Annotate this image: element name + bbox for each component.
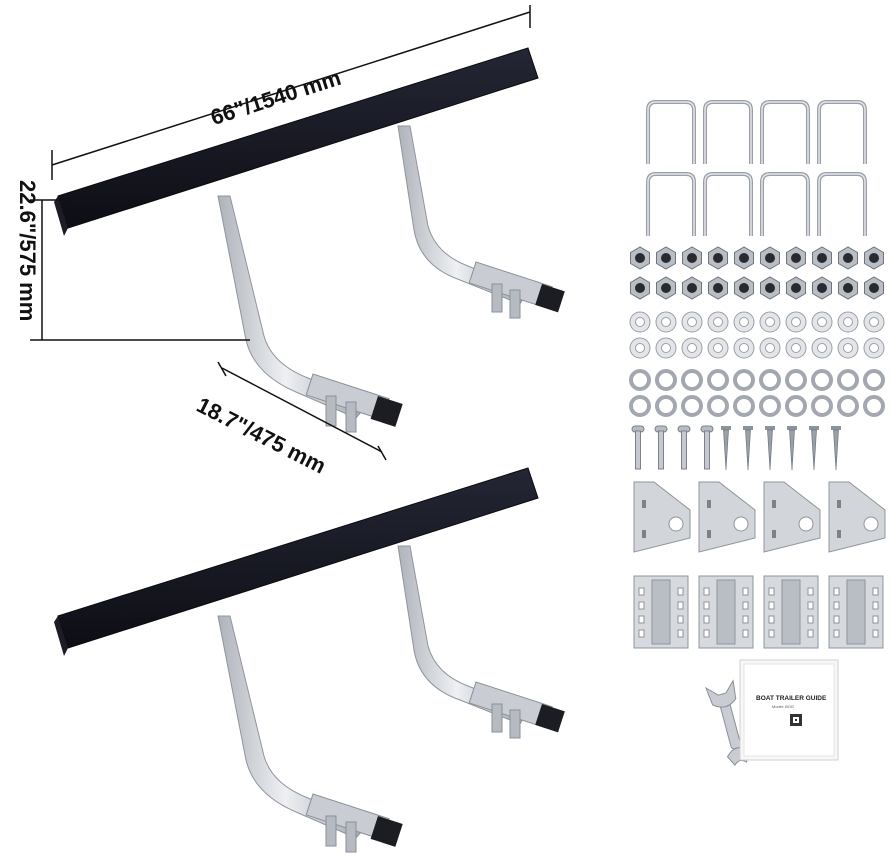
- u-bolt: [703, 100, 753, 164]
- wood-screw: [787, 426, 797, 430]
- depth-label: 18.7"/475 mm: [193, 392, 330, 478]
- lock-washer: [811, 369, 833, 391]
- lock-washer: [655, 369, 677, 391]
- lock-washer: [785, 369, 807, 391]
- u-bolt: [703, 172, 753, 236]
- u-bolt: [760, 100, 810, 164]
- lock-washer: [811, 395, 833, 417]
- bunk-bottom: [53, 467, 566, 853]
- wood-screw: [721, 426, 731, 430]
- lock-washer: [681, 369, 703, 391]
- dimension-lines: [30, 5, 531, 461]
- manual-model: Model: BOG: [772, 704, 794, 709]
- manual-title: BOAT TRAILER GUIDE: [756, 695, 827, 702]
- bunk-top: [53, 47, 566, 433]
- u-bolt: [646, 100, 696, 164]
- wood-screw: [743, 426, 753, 430]
- lock-washer: [655, 395, 677, 417]
- angle-bracket: [698, 481, 756, 553]
- u-bolt: [817, 100, 867, 164]
- lock-washer: [629, 369, 651, 391]
- lock-washer: [707, 395, 729, 417]
- lock-washer: [837, 369, 859, 391]
- lock-washer: [785, 395, 807, 417]
- lock-washer: [681, 395, 703, 417]
- lock-washer: [629, 395, 651, 417]
- angle-bracket: [828, 481, 886, 553]
- u-bolt: [646, 172, 696, 236]
- height-label: 22.6"/575 mm: [15, 180, 40, 321]
- angle-bracket: [633, 481, 691, 553]
- wood-screw: [765, 426, 775, 430]
- wood-screw: [831, 426, 841, 430]
- manual-booklet: BOAT TRAILER GUIDE Model: BOG: [739, 659, 839, 761]
- lock-washer: [707, 369, 729, 391]
- hardware-kit: [629, 100, 886, 649]
- u-bolt: [817, 172, 867, 236]
- lock-washer: [759, 369, 781, 391]
- wood-screw: [809, 426, 819, 430]
- lock-washer: [733, 395, 755, 417]
- angle-bracket: [763, 481, 821, 553]
- lock-washer: [863, 369, 885, 391]
- lock-washer: [759, 395, 781, 417]
- u-bolt: [760, 172, 810, 236]
- lock-washer: [733, 369, 755, 391]
- lock-washer: [863, 395, 885, 417]
- lock-washer: [837, 395, 859, 417]
